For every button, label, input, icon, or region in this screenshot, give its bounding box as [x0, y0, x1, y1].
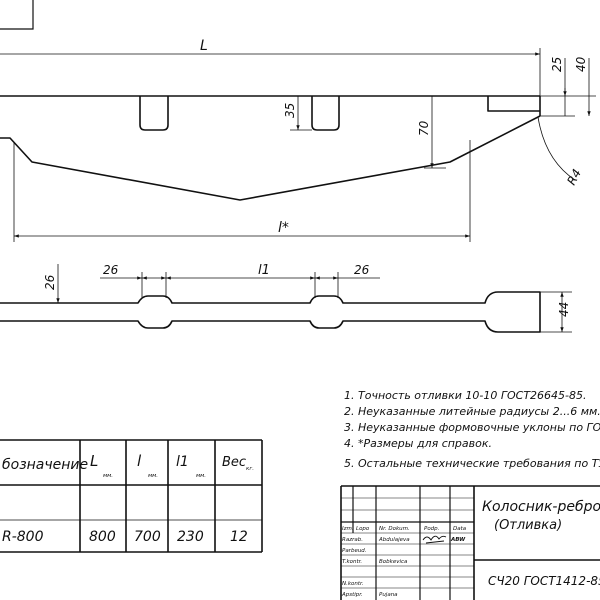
dim-lug-spacing	[100, 272, 380, 298]
dim-right-vertical	[540, 58, 596, 117]
dim-70	[424, 96, 446, 169]
tb-head-podp: Podp.	[424, 526, 440, 532]
table-header-l1: l1	[176, 454, 189, 470]
tb-head-list: Lopo	[356, 526, 370, 532]
dim-70-label: 70	[417, 120, 431, 136]
dim-L	[0, 48, 541, 96]
tb-name-0: Abdulajeva	[378, 537, 410, 543]
radius-callout	[537, 116, 576, 181]
tb-role-5: Apstipr.	[341, 592, 363, 598]
tb-head-izm: Izm.	[342, 526, 354, 532]
note-2: 2. Неуказанные литейные радиусы 2...6 мм…	[344, 405, 600, 418]
tb-subtitle: (Отливка)	[494, 518, 562, 533]
table-header-designation: бозначение	[2, 457, 88, 473]
dim-44	[540, 291, 572, 333]
dim-l-star	[13, 140, 471, 242]
grate-bar-side-view	[0, 95, 541, 201]
table-header-l1-unit: мм.	[196, 473, 206, 479]
dim-35-label: 35	[283, 103, 297, 118]
tb-name-5: Pujana	[379, 592, 398, 598]
grate-bar-plan-view	[0, 291, 541, 333]
table-header-weight: Вес	[222, 455, 246, 470]
signature-scribble	[422, 535, 447, 544]
note-1: 1. Точность отливки 10-10 ГОСТ26645-85.	[344, 389, 587, 402]
dim-L-label: L	[200, 38, 208, 54]
tb-role-1: Parbeud.	[342, 548, 367, 554]
table-header-L-unit: мм.	[103, 473, 113, 479]
table-header-weight-unit: кг.	[246, 466, 254, 472]
table-cell-designation: R-800	[2, 529, 44, 545]
tb-role-4: N.kontr.	[342, 581, 364, 587]
radius-R4-label: R4	[564, 167, 584, 188]
tb-title: Колосник-ребро	[482, 499, 600, 515]
dim-l1-label: l1	[258, 263, 270, 278]
title-block	[340, 485, 600, 600]
table-header-l: l	[137, 452, 142, 470]
tb-name-2: Bobkevica	[379, 559, 408, 565]
dim-26-right-label: 26	[354, 263, 370, 277]
tb-signature: ABW	[450, 537, 466, 543]
tb-head-data: Data	[453, 526, 467, 532]
dim-40-label: 40	[574, 56, 588, 72]
frame-corner	[0, 0, 34, 30]
technical-notes: 1. Точность отливки 10-10 ГОСТ26645-85. …	[344, 389, 600, 470]
tb-role-0: Razrab.	[342, 537, 363, 543]
tb-head-ndokum: Nr. Dokum.	[379, 526, 410, 532]
size-table	[0, 439, 263, 553]
table-header-l-unit: мм.	[148, 473, 158, 479]
dim-25-label: 25	[550, 57, 564, 72]
table-cell-L: 800	[89, 529, 116, 545]
table-cell-weight: 12	[230, 529, 248, 545]
table-cell-l1: 230	[177, 529, 204, 545]
dim-26-vertical-label: 26	[43, 274, 57, 290]
note-3: 3. Неуказанные формовочные уклоны по ГОС…	[344, 421, 600, 434]
tb-role-2: T.kontr.	[342, 559, 362, 565]
dim-26-left-label: 26	[103, 263, 119, 277]
dim-35	[290, 96, 312, 131]
table-header-L: L	[90, 452, 98, 470]
dim-l-star-label: l*	[278, 220, 289, 236]
dim-44-label: 44	[557, 302, 571, 317]
note-5: 5. Остальные технические требования по Т…	[344, 457, 600, 470]
table-cell-l: 700	[134, 529, 161, 545]
tb-material: СЧ20 ГОСТ1412-85	[488, 574, 600, 588]
note-4: 4. *Размеры для справок.	[344, 437, 492, 450]
